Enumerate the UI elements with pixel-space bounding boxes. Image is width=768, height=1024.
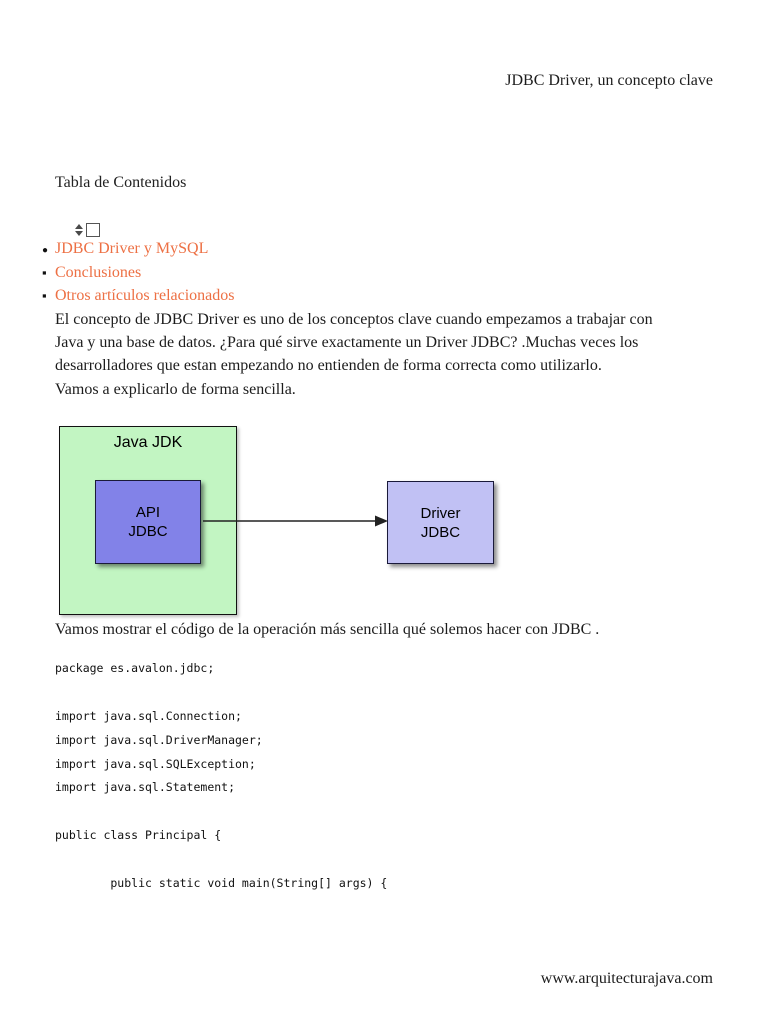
code-line: public class Principal { xyxy=(55,828,222,843)
api-jdbc-label-line2: JDBC xyxy=(128,523,168,540)
bullet-disc-icon: ● xyxy=(42,245,49,256)
java-code-block: package es.avalon.jdbc; import java.sql.… xyxy=(55,661,387,900)
toc-item: ▪ Conclusiones xyxy=(42,264,235,288)
toc-link-jdbc-driver-mysql[interactable]: JDBC Driver y MySQL xyxy=(55,240,209,257)
bullet-square-icon: ▪ xyxy=(42,288,47,303)
toc-toggle-widget[interactable] xyxy=(75,221,100,239)
intro-line: Java y una base de datos. ¿Para qué sirv… xyxy=(55,334,639,352)
intro-line: desarrolladores que estan empezando no e… xyxy=(55,357,602,375)
up-down-arrows-icon[interactable] xyxy=(75,224,83,236)
triangle-down-icon xyxy=(75,231,83,236)
toc-link-otros-articulos[interactable]: Otros artículos relacionados xyxy=(55,287,235,304)
intro-line: El concepto de JDBC Driver es uno de los… xyxy=(55,311,653,328)
intro-paragraph: El concepto de JDBC Driver es uno de los… xyxy=(55,311,653,404)
code-line: import java.sql.SQLException; xyxy=(55,756,256,771)
toc-item: ▪ Otros artículos relacionados xyxy=(42,287,235,311)
toc-item: ● JDBC Driver y MySQL xyxy=(42,240,235,264)
triangle-up-icon xyxy=(75,224,83,229)
java-jdk-label: Java JDK xyxy=(113,434,183,451)
toc-link-conclusiones[interactable]: Conclusiones xyxy=(55,263,142,281)
toc-list: ● JDBC Driver y MySQL ▪ Conclusiones ▪ O… xyxy=(42,240,235,311)
driver-jdbc-label-line1: Driver xyxy=(420,504,461,522)
footer-url: www.arquitecturajava.com xyxy=(540,970,713,987)
code-line xyxy=(55,852,387,876)
code-line: import java.sql.Statement; xyxy=(55,780,236,795)
code-intro-text: Vamos mostrar el código de la operación … xyxy=(55,621,600,638)
empty-checkbox-icon[interactable] xyxy=(86,223,100,237)
driver-jdbc-box: Driver JDBC xyxy=(387,481,494,564)
code-line: import java.sql.Connection; xyxy=(55,708,242,723)
driver-jdbc-label-line2: JDBC xyxy=(420,523,461,541)
bullet-square-icon: ▪ xyxy=(42,264,47,280)
api-jdbc-label-line1: API xyxy=(135,504,161,521)
intro-line: Vamos a explicarlo de forma sencilla. xyxy=(55,380,296,398)
toc-heading: Tabla de Contenidos xyxy=(55,174,187,191)
code-line: public static void main(String[] args) { xyxy=(55,876,388,891)
code-line xyxy=(55,685,387,709)
page-title: JDBC Driver, un concepto clave xyxy=(505,72,713,89)
jdbc-architecture-diagram: Java JDK API JDBC Driver JDBC xyxy=(0,426,768,616)
api-jdbc-box: API JDBC xyxy=(95,480,201,564)
code-line xyxy=(55,804,387,828)
code-line: package es.avalon.jdbc; xyxy=(55,661,215,675)
code-line: import java.sql.DriverManager; xyxy=(55,732,263,747)
